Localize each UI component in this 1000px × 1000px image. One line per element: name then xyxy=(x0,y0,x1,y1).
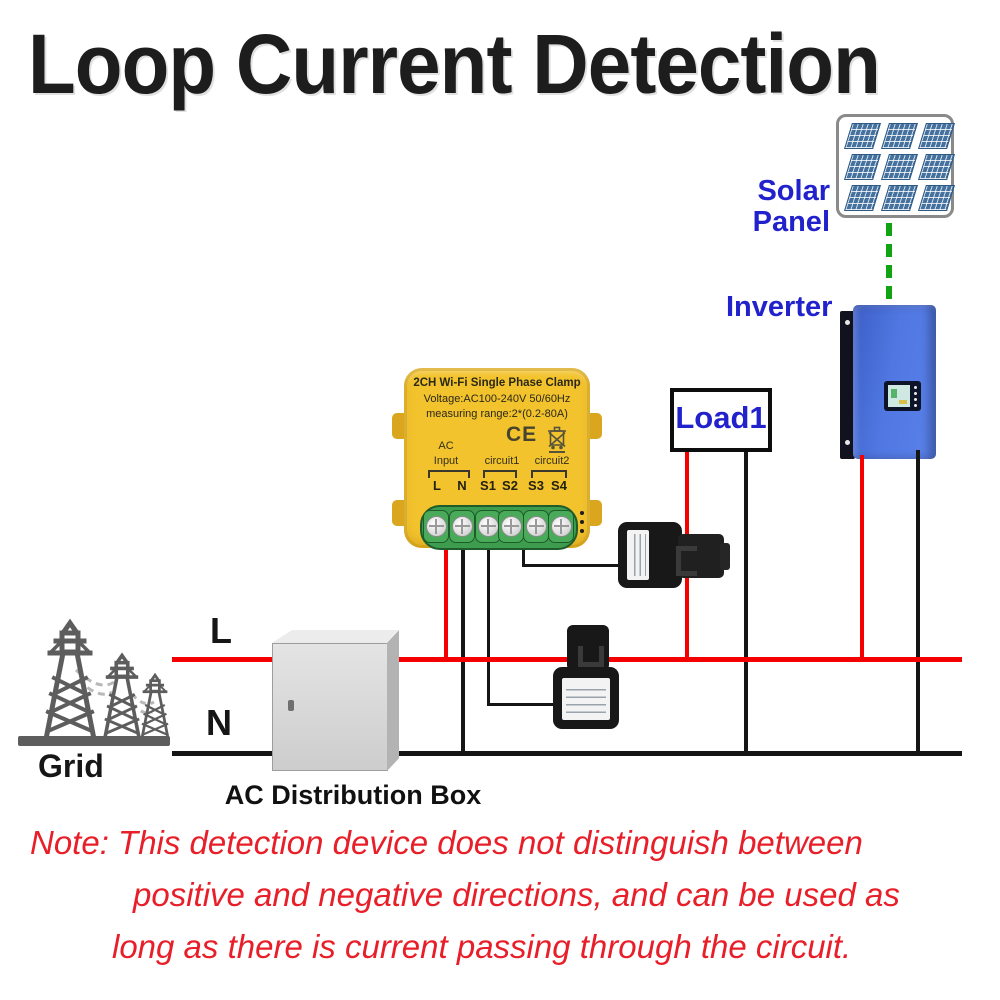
load1-label: Load1 xyxy=(675,400,767,435)
note-line2: positive and negative directions, and ca… xyxy=(133,876,900,913)
terminal-label-s4: S4 xyxy=(551,478,567,493)
inverter-button xyxy=(914,392,917,395)
ac-input-label-line2: Input xyxy=(433,455,459,467)
screw-icon xyxy=(425,516,447,537)
load1-box: Load1 xyxy=(670,388,772,452)
ac-box-side-face xyxy=(387,630,399,771)
ct-clamp-1-jaw-notch xyxy=(676,546,697,576)
solar-panel-row xyxy=(844,185,955,211)
solar-cell xyxy=(918,185,955,211)
led-dot xyxy=(580,529,584,533)
inverter-button xyxy=(914,404,917,407)
ce-mark: CE xyxy=(506,423,538,446)
wifi-clamp-meter-device: 2CH Wi-Fi Single Phase Clamp Voltage:AC1… xyxy=(404,368,590,550)
circuit1-bracket xyxy=(483,470,517,478)
screw-icon xyxy=(525,516,547,537)
led-dot xyxy=(580,511,584,515)
screw-icon xyxy=(477,516,499,537)
load1-neutral-wire xyxy=(744,444,748,756)
neutral-line-label: N xyxy=(206,702,232,743)
grid-label: Grid xyxy=(38,748,104,784)
terminal-n xyxy=(449,510,475,543)
bracket-hole xyxy=(845,320,850,325)
inverter-mounting-bracket xyxy=(840,311,855,459)
device-voltage-spec: Voltage:AC100-240V 50/60Hz xyxy=(423,393,571,405)
ct-clamp-1-jaw xyxy=(678,534,724,578)
terminal-label-s2: S2 xyxy=(502,478,518,493)
solar-cell xyxy=(881,185,918,211)
grid-towers-icon xyxy=(18,602,170,746)
inverter-display xyxy=(888,385,910,407)
device-s2-wire-horizontal xyxy=(522,564,622,567)
solar-panel-label-line1: Solar xyxy=(757,175,830,207)
terminal-s1 xyxy=(475,510,501,543)
inverter-button xyxy=(914,386,917,389)
device-neutral-wire xyxy=(461,548,465,756)
solar-cell xyxy=(881,123,918,149)
solar-cell xyxy=(881,154,918,180)
terminal-label-l: L xyxy=(433,478,441,493)
neutral-line xyxy=(172,751,962,756)
solar-panel-icon xyxy=(836,114,955,218)
terminal-s2 xyxy=(498,510,524,543)
screw-icon xyxy=(451,516,473,537)
terminal-label-n: N xyxy=(457,478,467,493)
inverter-label: Inverter xyxy=(726,291,833,323)
solar-cell xyxy=(844,123,881,149)
terminal-s3 xyxy=(523,510,549,543)
terminal-label-s3: S3 xyxy=(528,478,544,493)
device-s1-wire-vertical xyxy=(487,548,490,706)
solar-cell xyxy=(918,154,955,180)
circuit1-label: circuit1 xyxy=(484,455,520,467)
solar-panel-label: Solar Panel xyxy=(724,176,830,238)
ct-clamp-1-microtext xyxy=(630,534,646,576)
device-title: 2CH Wi-Fi Single Phase Clamp xyxy=(413,377,581,389)
screw-icon xyxy=(500,516,522,537)
circuit2-label: circuit2 xyxy=(534,455,570,467)
note-line1: Note: This detection device does not dis… xyxy=(30,824,863,861)
note-line3: long as there is current passing through… xyxy=(112,928,852,965)
page-title: Loop Current Detection xyxy=(28,17,881,111)
solar-panel-row xyxy=(844,123,955,149)
live-line-label: L xyxy=(210,610,232,651)
circuit2-bracket xyxy=(531,470,567,478)
screw-icon xyxy=(550,516,572,537)
device-mount-tab xyxy=(586,500,602,526)
led-dot xyxy=(580,520,584,524)
ct-clamp-2-jaw-notch xyxy=(578,646,604,667)
terminal-s4 xyxy=(548,510,574,543)
ct-clamp-2-microtext xyxy=(566,683,606,715)
terminal-block xyxy=(420,505,578,550)
solar-panel-row xyxy=(844,154,955,180)
inverter-live-wire xyxy=(860,455,864,662)
device-mount-tab xyxy=(586,413,602,439)
weee-icon xyxy=(548,426,566,453)
device-s2-wire-vertical xyxy=(522,548,525,567)
solar-cell xyxy=(844,185,881,211)
terminal-l xyxy=(423,510,449,543)
ac-box-top-face xyxy=(272,630,398,643)
terminal-label-s1: S1 xyxy=(480,478,496,493)
solar-cell xyxy=(844,154,881,180)
inverter-neutral-wire xyxy=(916,450,920,756)
ct-clamp-2-label xyxy=(562,678,610,720)
pv-dc-cable xyxy=(886,223,892,305)
ac-box-handle xyxy=(288,700,294,711)
ac-input-bracket xyxy=(428,470,470,478)
inverter-button xyxy=(914,398,917,401)
ac-input-label-line1: AC xyxy=(438,440,454,452)
device-range-spec: measuring range:2*(0.2-80A) xyxy=(426,408,568,420)
device-live-wire xyxy=(444,548,448,662)
ac-box-label: AC Distribution Box xyxy=(224,780,482,810)
device-s1-wire-horizontal xyxy=(487,703,557,706)
ct-clamp-1-label xyxy=(627,530,649,580)
bracket-hole xyxy=(845,440,850,445)
solar-cell xyxy=(918,123,955,149)
solar-panel-label-line2: Panel xyxy=(752,206,830,238)
ct-clamp-1-latch xyxy=(720,543,730,570)
